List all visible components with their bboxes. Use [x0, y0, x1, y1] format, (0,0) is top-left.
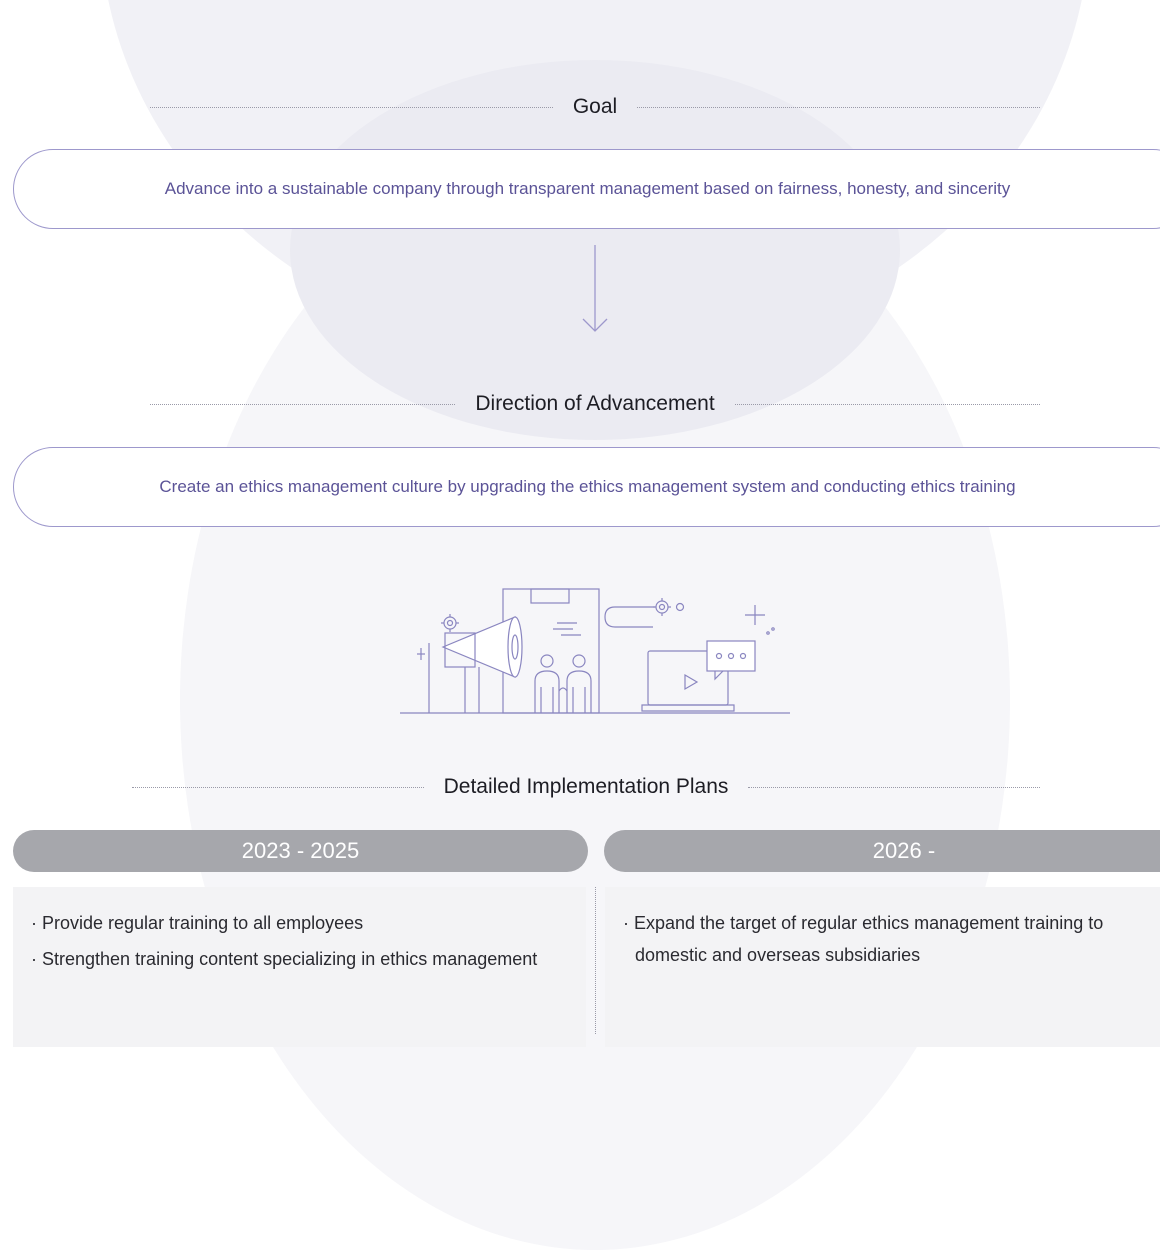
period-header-2026: 2026 - [604, 830, 1160, 872]
direction-heading: Direction of Advancement [150, 389, 1041, 419]
direction-statement-pill: Create an ethics management culture by u… [13, 447, 1160, 527]
dotted-rule-left [132, 786, 424, 788]
period-divider [595, 887, 596, 1034]
goal-title: Goal [572, 95, 618, 118]
period-body-2023-2025: · Provide regular training to all employ… [13, 887, 586, 1047]
plans-title: Detailed Implementation Plans [443, 775, 729, 798]
dotted-rule-right [734, 403, 1041, 405]
dotted-rule-left [150, 403, 456, 405]
plans-heading: Detailed Implementation Plans [132, 772, 1041, 802]
period-header-2023-2025: 2023 - 2025 [13, 830, 588, 872]
dotted-rule-right [748, 786, 1041, 788]
direction-title: Direction of Advancement [475, 392, 715, 415]
plan-item: · Strengthen training content specializi… [31, 949, 538, 969]
goal-statement-pill: Advance into a sustainable company throu… [13, 149, 1160, 229]
goal-heading: Goal [150, 92, 1041, 122]
dotted-rule-left [150, 106, 553, 108]
plan-item: · Provide regular training to all employ… [31, 913, 364, 933]
plan-item: · Expand the target of regular ethics ma… [623, 913, 1104, 965]
arrow-down-icon [582, 245, 608, 332]
direction-statement: Create an ethics management culture by u… [159, 477, 1016, 496]
dotted-rule-right [637, 106, 1041, 108]
period-body-2026: · Expand the target of regular ethics ma… [605, 887, 1160, 1047]
goal-statement: Advance into a sustainable company throu… [164, 179, 1011, 198]
ethics-training-illustration [400, 588, 790, 714]
